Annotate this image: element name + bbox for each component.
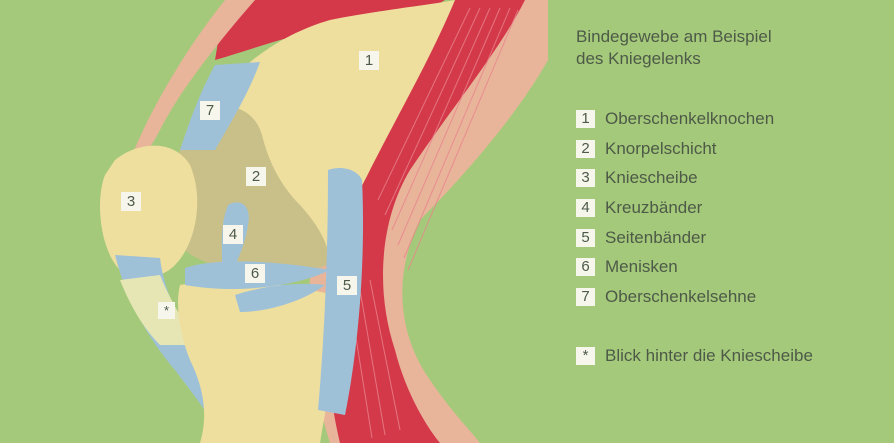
legend-label: Menisken: [605, 257, 678, 277]
legend-title-line2: des Kniegelenks: [576, 48, 876, 70]
legend-item: 5 Seitenbänder: [576, 223, 774, 253]
tendon-label: 7: [200, 101, 220, 120]
legend-star-symbol: *: [576, 347, 595, 365]
legend-note-label: Blick hinter die Kniescheibe: [605, 346, 813, 366]
legend-list: 1 Oberschenkelknochen 2 Knorpelschicht 3…: [576, 104, 774, 312]
legend-number: 1: [576, 110, 595, 128]
collateral-label: 5: [337, 276, 357, 295]
cruciate-label: 4: [223, 225, 243, 244]
legend-label: Kniescheibe: [605, 168, 698, 188]
legend-number: 2: [576, 140, 595, 158]
legend-label: Seitenbänder: [605, 228, 706, 248]
legend-item: 4 Kreuzbänder: [576, 193, 774, 223]
femur-label: 1: [359, 51, 379, 70]
legend-label: Kreuzbänder: [605, 198, 702, 218]
legend-label: Oberschenkelsehne: [605, 287, 756, 307]
legend-number: 6: [576, 258, 595, 276]
legend-title-line1: Bindegewebe am Beispiel: [576, 26, 876, 48]
legend-panel: Bindegewebe am Beispiel des Kniegelenks …: [548, 8, 894, 388]
menisci-label: 6: [245, 264, 265, 283]
legend-note: * Blick hinter die Kniescheibe: [576, 346, 813, 366]
legend-label: Oberschenkelknochen: [605, 109, 774, 129]
legend-item: 3 Kniescheibe: [576, 163, 774, 193]
legend-item: 1 Oberschenkelknochen: [576, 104, 774, 134]
legend-item: 7 Oberschenkelsehne: [576, 282, 774, 312]
legend-title: Bindegewebe am Beispiel des Kniegelenks: [576, 26, 876, 70]
star-label: *: [158, 302, 175, 319]
legend-item: 2 Knorpelschicht: [576, 134, 774, 164]
legend-number: 7: [576, 288, 595, 306]
cartilage-label: 2: [246, 167, 266, 186]
legend-item: 6 Menisken: [576, 252, 774, 282]
legend-number: 3: [576, 169, 595, 187]
legend-label: Knorpelschicht: [605, 139, 717, 159]
patella-label: 3: [121, 192, 141, 211]
legend-number: 5: [576, 229, 595, 247]
legend-number: 4: [576, 199, 595, 217]
